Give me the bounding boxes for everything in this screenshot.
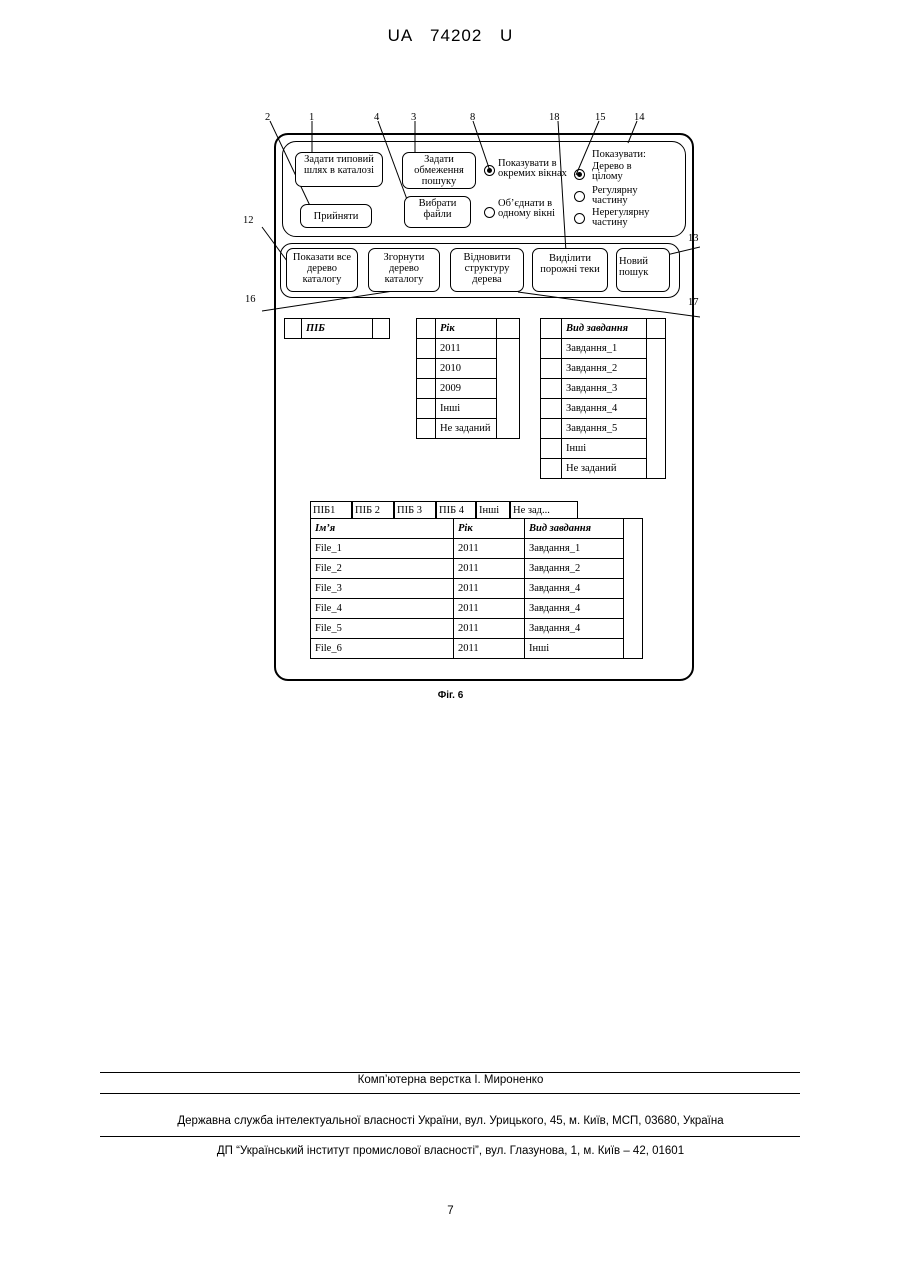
table-row[interactable]: File_62011Інші <box>311 639 643 659</box>
show-options-title: Показувати: <box>592 150 672 160</box>
tab-pib1[interactable]: ПІБ1 <box>310 501 352 518</box>
new-search-button[interactable]: Новий пошук <box>616 248 670 292</box>
footer-rule <box>100 1093 800 1094</box>
irregular-part-label: Нерегулярну частину <box>592 208 672 228</box>
results-scrollbar[interactable] <box>624 519 643 659</box>
filter-year-header: Рік <box>436 319 497 339</box>
callout-16: 16 <box>245 294 256 305</box>
callout-8: 8 <box>470 112 475 123</box>
tree-whole-label: Дерево в цілому <box>592 162 662 182</box>
callout-2: 2 <box>265 112 270 123</box>
merge-window-radio[interactable] <box>484 207 495 218</box>
agency-address: Державна служба інтелектуальної власност… <box>0 1115 901 1127</box>
column-header-year: Рік <box>454 519 525 539</box>
list-item[interactable]: Завдання_1 <box>541 339 666 359</box>
show-separate-label: Показувати в окремих вікнах <box>498 159 572 179</box>
set-path-button[interactable]: Задати типовий шлях в каталозі <box>295 152 383 187</box>
results-table: Ім’я Рік Вид завдання File_12011Завдання… <box>310 518 643 659</box>
tab-pib3[interactable]: ПІБ 3 <box>394 501 436 518</box>
callout-1: 1 <box>309 112 314 123</box>
regular-part-label: Регулярну частину <box>592 186 662 206</box>
figure-6: 2 1 4 3 8 18 15 14 12 13 16 17 Задати ти… <box>240 105 700 685</box>
filter-pib-table: ПІБ <box>284 318 390 339</box>
footer-rule <box>100 1136 800 1137</box>
institute-address: ДП “Український інститут промислової вла… <box>0 1145 901 1157</box>
tab-not-set[interactable]: Не зад... <box>510 501 578 518</box>
show-tree-button[interactable]: Показати все дерево каталогу <box>286 248 358 292</box>
column-header-task: Вид завдання <box>525 519 624 539</box>
list-item[interactable]: 2011 <box>417 339 520 359</box>
tab-pib2[interactable]: ПІБ 2 <box>352 501 394 518</box>
filter-year-table: Рік 2011 2010 2009 Інші Не заданий <box>416 318 520 439</box>
callout-12: 12 <box>243 215 254 226</box>
table-row[interactable]: File_22011Завдання_2 <box>311 559 643 579</box>
table-row[interactable]: File_12011Завдання_1 <box>311 539 643 559</box>
tab-pib4[interactable]: ПІБ 4 <box>436 501 476 518</box>
table-row[interactable]: File_32011Завдання_4 <box>311 579 643 599</box>
tab-other[interactable]: Інші <box>476 501 510 518</box>
filter-pib-header: ПІБ <box>302 319 373 339</box>
tree-whole-radio[interactable] <box>574 169 585 180</box>
table-row[interactable]: File_42011Завдання_4 <box>311 599 643 619</box>
patent-id-header: UA 74202 U <box>0 26 901 46</box>
layout-credit: Комп’ютерна верстка І. Мироненко <box>0 1074 901 1086</box>
show-separate-radio[interactable] <box>484 165 495 176</box>
column-header-name: Ім’я <box>311 519 454 539</box>
table-row[interactable]: File_52011Завдання_4 <box>311 619 643 639</box>
accept-button[interactable]: Прийняти <box>300 204 372 228</box>
irregular-part-radio[interactable] <box>574 213 585 224</box>
callout-4: 4 <box>374 112 379 123</box>
select-files-button[interactable]: Вибрати файли <box>404 196 471 228</box>
set-limits-button[interactable]: Задати обмеження пошуку <box>402 152 476 189</box>
collapse-tree-button[interactable]: Згорнути дерево каталогу <box>368 248 440 292</box>
footer-rule <box>100 1072 800 1073</box>
figure-caption: Фіг. 6 <box>0 690 901 701</box>
regular-part-radio[interactable] <box>574 191 585 202</box>
merge-window-label: Об’єднати в одному вікні <box>498 199 568 219</box>
highlight-empty-button[interactable]: Виділити порожні теки <box>532 248 608 292</box>
callout-3: 3 <box>411 112 416 123</box>
restore-tree-button[interactable]: Відновити структуру дерева <box>450 248 524 292</box>
filter-task-header: Вид завдання <box>562 319 647 339</box>
page-number: 7 <box>0 1205 901 1217</box>
callout-14: 14 <box>634 112 645 123</box>
callout-18: 18 <box>549 112 560 123</box>
filter-task-table: Вид завдання Завдання_1 Завдання_2 Завда… <box>540 318 666 479</box>
callout-15: 15 <box>595 112 606 123</box>
